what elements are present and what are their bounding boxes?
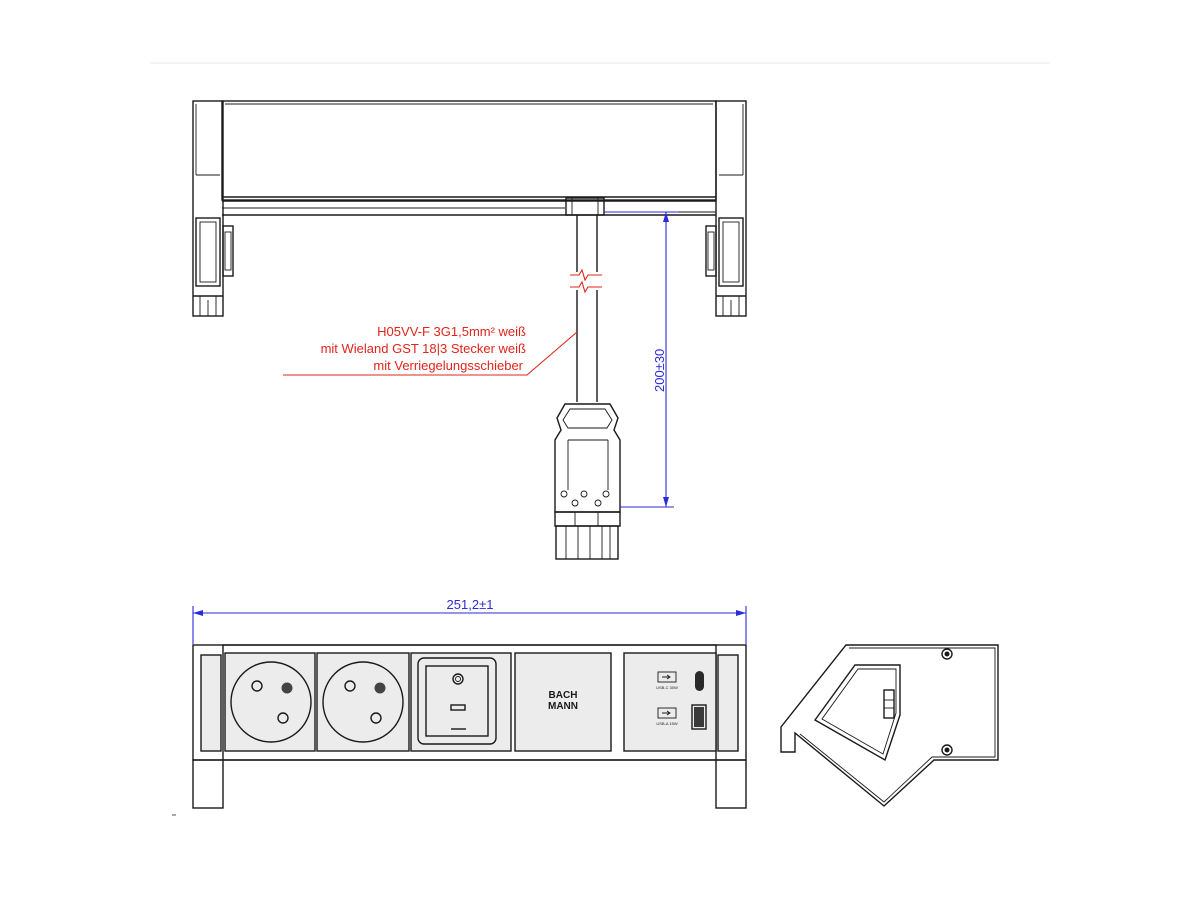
width-label: 251,2±1	[447, 597, 494, 612]
logo-line1: BACH	[549, 690, 578, 701]
cable-note-line1: H05VV-F 3G1,5mm² weiß	[377, 324, 526, 339]
left-foot	[192, 759, 224, 809]
socket-1	[224, 652, 316, 752]
usb-c-icon	[657, 671, 677, 683]
logo-line2: MANN	[548, 701, 578, 712]
side-view: H05VV-F 3G1,5mm² weiß mit Wieland GST 18…	[192, 100, 747, 560]
usb-c-port	[695, 671, 704, 691]
cable-note-line3: mit Verriegelungsschieber	[373, 358, 523, 373]
front-view: 251,2±1	[192, 597, 747, 809]
usb-a-port	[691, 704, 707, 730]
right-foot	[715, 759, 747, 809]
technical-drawing: H05VV-F 3G1,5mm² weiß mit Wieland GST 18…	[150, 62, 1050, 816]
power-cable	[570, 215, 602, 402]
cable-gland	[565, 197, 605, 216]
logo-module: BACH MANN	[514, 652, 612, 752]
usb-a-label: USB-A 15W	[656, 721, 678, 726]
usb-charger-module: USB-C 30W USB-A 15W	[623, 652, 717, 752]
drawing-sheet: H05VV-F 3G1,5mm² weiß mit Wieland GST 18…	[150, 0, 1050, 900]
usb-c-label: USB-C 30W	[656, 685, 678, 690]
cable-length-dimension: 200±30	[604, 211, 678, 508]
width-dimension: 251,2±1	[192, 597, 747, 644]
left-end-cap	[192, 100, 234, 317]
note-leader	[283, 331, 578, 376]
wieland-connector	[554, 403, 621, 560]
profile-view	[780, 644, 999, 807]
socket-2	[316, 652, 410, 752]
cable-length-label: 200±30	[652, 349, 667, 392]
switch-module	[410, 652, 512, 752]
cable-note-line2: mit Wieland GST 18|3 Stecker weiß	[321, 341, 526, 356]
right-end-cap	[705, 100, 747, 317]
housing-body	[221, 100, 717, 201]
usb-a-icon	[657, 707, 677, 719]
